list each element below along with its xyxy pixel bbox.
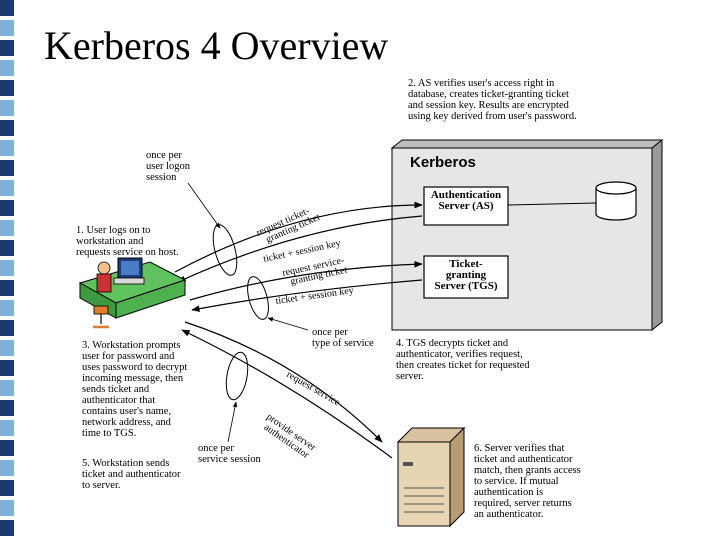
as-server-box (423, 186, 509, 226)
loop-service-session (225, 351, 249, 401)
note-step2: 2. AS verifies user's access right in da… (408, 78, 577, 122)
sidebar-square (0, 180, 14, 196)
arrow-ticket-session-key-1 (177, 215, 423, 283)
sidebar-square (0, 140, 14, 156)
application-server-icon (396, 426, 466, 528)
note-step6: 6. Server verifies that ticket and authe… (474, 443, 581, 520)
sidebar-square (0, 420, 14, 436)
label-request-sgt: request service- granting ticket (281, 255, 348, 287)
sidebar-square (0, 20, 14, 36)
sidebar-square (0, 460, 14, 476)
sidebar-square (0, 320, 14, 336)
sidebar-square (0, 60, 14, 76)
tgs-server-box (423, 255, 509, 299)
label-request-service-text: request service (285, 369, 343, 409)
label-request-service: request service (285, 369, 343, 409)
loop-logon-session (212, 224, 238, 276)
label-ticket-session-key-2-text: ticket + session key (275, 285, 354, 307)
slide-title: Kerberos 4 Overview (44, 23, 389, 68)
slide-sidebar-decoration (0, 0, 14, 540)
tgs-server-label: Ticket- granting Server (TGS) (434, 258, 498, 292)
note-step1: 1. User logs on to workstation and reque… (76, 225, 179, 258)
sidebar-square (0, 480, 14, 496)
arrow-request-service (184, 321, 383, 443)
arrow-ticket-session-key-2 (191, 279, 423, 312)
sidebar-square (0, 100, 14, 116)
note-step4: 4. TGS decrypts ticket and authenticator… (396, 338, 530, 382)
note-once-per-logon: once per user logon session (146, 150, 191, 183)
as-server-label: Authentication Server (AS) (430, 189, 502, 212)
loop-type-of-service (247, 276, 269, 320)
sidebar-square (0, 0, 14, 16)
sidebar-square (0, 120, 14, 136)
label-provide-authenticator: provide server authenticator (262, 411, 318, 461)
sidebar-square (0, 380, 14, 396)
kerberos-box (390, 138, 664, 332)
note-once-per-type: once per type of service (312, 327, 374, 349)
workstation-user-icon (78, 257, 187, 329)
sidebar-square (0, 400, 14, 416)
label-ticket-session-key-2: ticket + session key (275, 285, 354, 307)
note-step5: 5. Workstation sends ticket and authenti… (82, 458, 181, 491)
database-cylinder-icon (595, 181, 637, 221)
sidebar-square (0, 340, 14, 356)
arrow-request-tgt (174, 201, 423, 273)
sidebar-square (0, 80, 14, 96)
note-step3: 3. Workstation prompts user for password… (82, 340, 188, 439)
sidebar-square (0, 360, 14, 376)
sidebar-square (0, 200, 14, 216)
arrow-provide-authenticator (181, 329, 393, 459)
as-database-link (507, 202, 597, 206)
note-once-per-session: once per service session (198, 443, 261, 465)
sidebar-square (0, 160, 14, 176)
sidebar-square (0, 40, 14, 56)
kerberos-label: Kerberos (410, 154, 476, 171)
sidebar-square (0, 500, 14, 516)
leader-logon (187, 182, 221, 229)
sidebar-square (0, 260, 14, 276)
sidebar-square (0, 280, 14, 296)
sidebar-square (0, 300, 14, 316)
arrow-request-sgt (189, 260, 423, 301)
leader-session (227, 401, 238, 443)
sidebar-square (0, 520, 14, 536)
sidebar-square (0, 440, 14, 456)
sidebar-square (0, 220, 14, 236)
leader-type (267, 317, 309, 331)
sidebar-square (0, 240, 14, 256)
